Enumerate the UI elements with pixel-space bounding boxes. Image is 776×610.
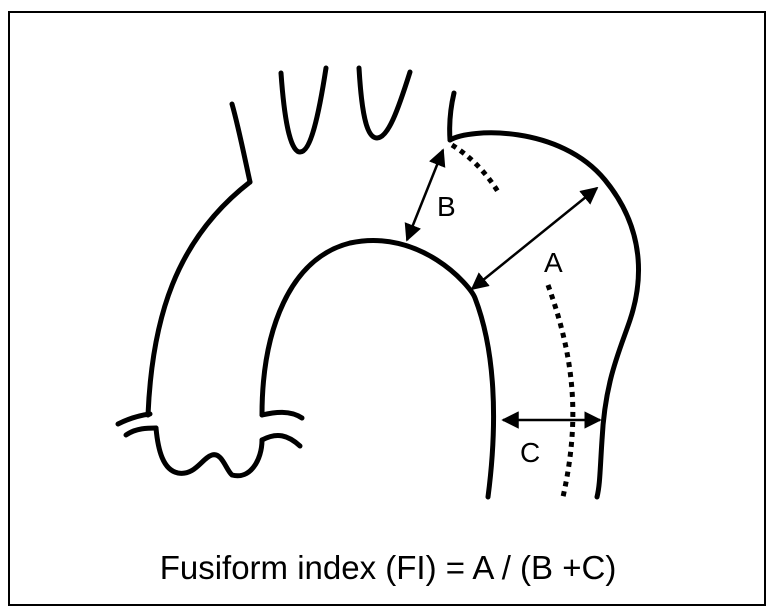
ascending-outer-wall bbox=[145, 179, 253, 418]
inner-curvature bbox=[259, 238, 497, 500]
right-coronary-stub bbox=[259, 409, 305, 449]
brachiocephalic-vessel bbox=[278, 65, 329, 155]
fusiform-index-formula: Fusiform index (FI) = A / (B +C) bbox=[159, 549, 617, 586]
figure-frame bbox=[8, 11, 766, 606]
label-b: B bbox=[437, 191, 456, 222]
label-a: A bbox=[544, 247, 563, 278]
measurement-arrow-b bbox=[404, 148, 446, 242]
subclavian-vessel bbox=[447, 90, 457, 143]
dotted-line-lower bbox=[545, 284, 576, 498]
left-coronary-stub bbox=[115, 411, 159, 438]
innominate-branch-stub bbox=[229, 101, 253, 185]
dotted-line-upper bbox=[450, 142, 503, 197]
left-carotid-vessel bbox=[356, 65, 413, 141]
aortic-root-cusps bbox=[153, 425, 265, 479]
outer-arch-wall bbox=[447, 130, 641, 500]
label-c: C bbox=[520, 437, 540, 468]
measurement-arrow-a bbox=[470, 186, 599, 291]
